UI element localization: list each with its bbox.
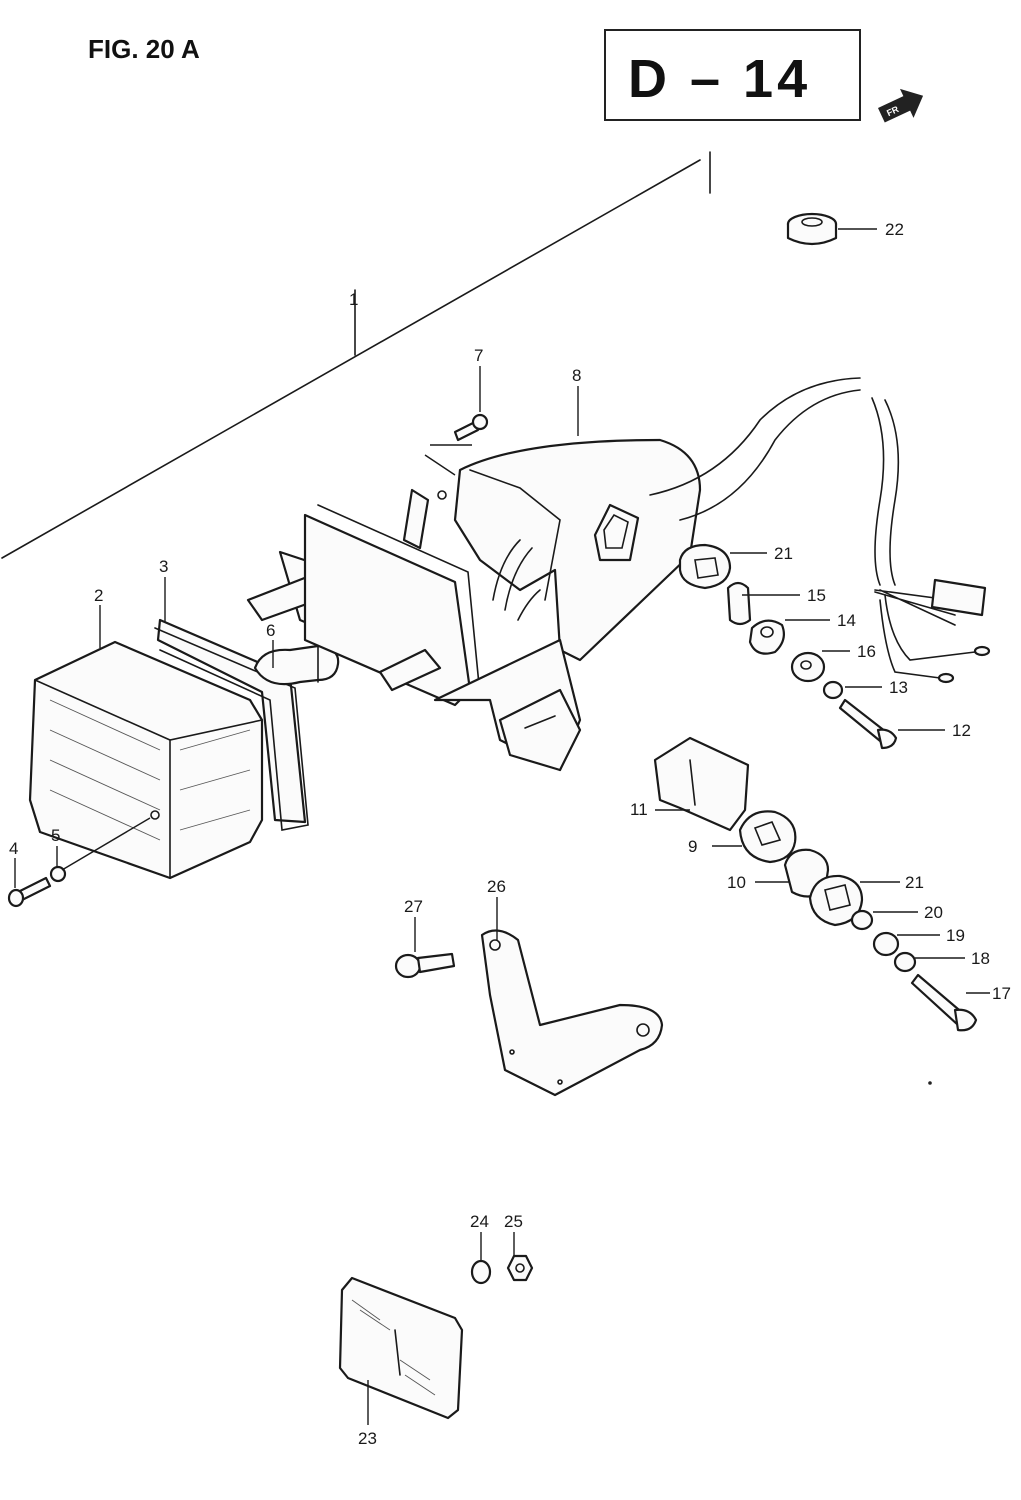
callout-25: 25 (504, 1212, 523, 1231)
page-code: D – 14 (628, 49, 811, 109)
callout-12: 12 (952, 721, 971, 740)
callout-labels: 1 2 3 4 5 6 7 8 9 10 11 12 13 14 15 16 1… (9, 220, 1011, 1448)
lens-screw (7, 865, 67, 908)
license-bracket (480, 929, 664, 1097)
callout-23: 23 (358, 1429, 377, 1448)
bracket-bolt (394, 952, 456, 979)
front-direction-arrow-icon: FR (878, 88, 924, 123)
callout-4: 4 (9, 839, 18, 858)
lamp-housing (402, 438, 702, 772)
stray-dot (928, 1081, 932, 1085)
wire-harness (649, 377, 991, 684)
callout-20: 20 (924, 903, 943, 922)
leader-lines (14, 366, 990, 1425)
lower-mount-hardware (653, 736, 978, 1032)
callout-13: 13 (889, 678, 908, 697)
upper-mount-hardware (678, 543, 898, 750)
housing-screw (453, 413, 489, 442)
callout-17: 17 (992, 984, 1011, 1003)
callout-19: 19 (946, 926, 965, 945)
reflector-nut (506, 1254, 534, 1282)
rear-reflector (338, 1276, 464, 1420)
callout-21-lower: 21 (905, 873, 924, 892)
callout-14: 14 (837, 611, 856, 630)
lamp-base-plate (246, 504, 481, 707)
grommet-part (786, 212, 877, 246)
reflector-washer (470, 1259, 492, 1285)
callout-5: 5 (51, 826, 60, 845)
callout-9: 9 (688, 837, 697, 856)
tail-lamp-lens (28, 640, 264, 880)
callout-1: 1 (349, 290, 358, 309)
callout-8: 8 (572, 366, 581, 385)
figure-title: FIG. 20 A (88, 34, 200, 64)
assembly-bracket (1, 151, 711, 559)
callout-3: 3 (159, 557, 168, 576)
direction-label: FR (885, 104, 901, 118)
callout-15: 15 (807, 586, 826, 605)
callout-18: 18 (971, 949, 990, 968)
callout-24: 24 (470, 1212, 489, 1231)
callout-16: 16 (857, 642, 876, 661)
callout-2: 2 (94, 586, 103, 605)
page-code-box: D – 14 (604, 29, 861, 121)
lamp-bulb (253, 644, 340, 686)
callout-10: 10 (727, 873, 746, 892)
callout-6: 6 (266, 621, 275, 640)
callout-11: 11 (630, 800, 648, 819)
callout-21-upper: 21 (774, 544, 793, 563)
callout-7: 7 (474, 346, 483, 365)
callout-27: 27 (404, 897, 423, 916)
callout-26: 26 (487, 877, 506, 896)
callout-22: 22 (885, 220, 904, 239)
